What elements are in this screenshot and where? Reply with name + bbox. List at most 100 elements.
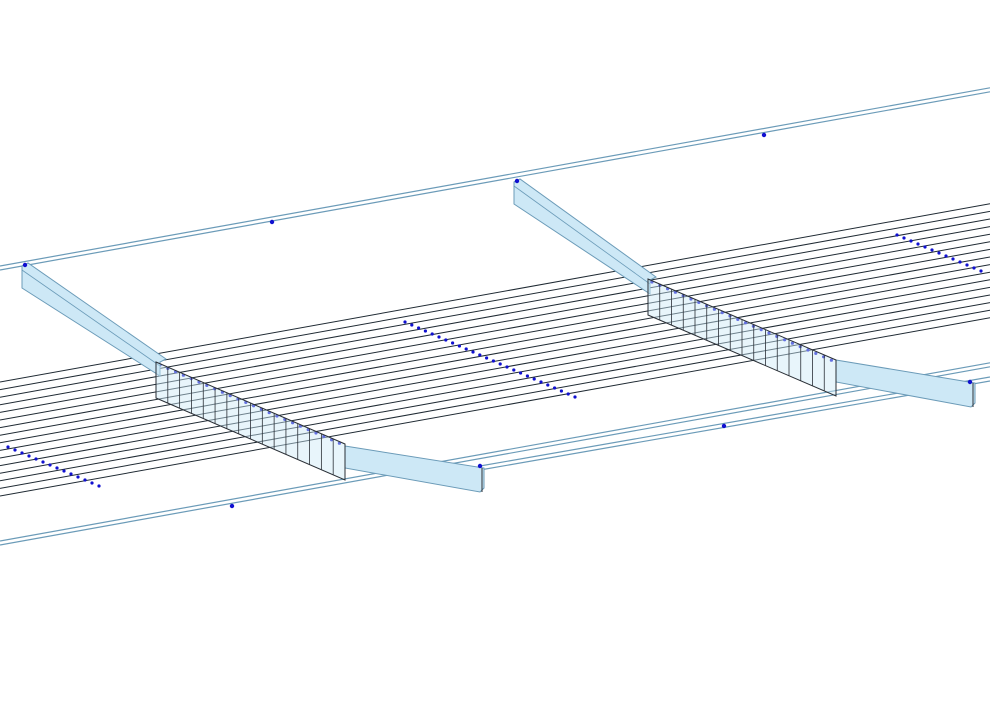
- stringer-node: [566, 392, 570, 396]
- stringer-node: [90, 481, 94, 485]
- stringer-node: [69, 472, 73, 476]
- stringer-node: [471, 350, 475, 354]
- stringer-node: [790, 341, 795, 345]
- stringer-line: [0, 218, 990, 398]
- stringer-node: [930, 248, 934, 252]
- stringer-node: [519, 371, 523, 375]
- stringer-node: [539, 380, 543, 384]
- stringer-node: [34, 457, 38, 461]
- stringer-line: [0, 264, 990, 444]
- stringer-node: [13, 448, 17, 452]
- stringer-node: [27, 454, 31, 458]
- stringer-line: [0, 302, 990, 482]
- stringer-node: [48, 463, 52, 467]
- stringer-node: [559, 389, 564, 393]
- stringer-node: [744, 321, 748, 325]
- stringer-line: [0, 317, 990, 497]
- stringer-node: [944, 254, 948, 258]
- stringer-line: [0, 241, 990, 421]
- stringer-node: [410, 323, 414, 327]
- stringer-node: [736, 317, 740, 321]
- stringer-node: [972, 266, 976, 270]
- cross-girders: [21, 178, 976, 493]
- node-point: [967, 379, 973, 385]
- stringer-line: [0, 248, 990, 429]
- stringer-node: [573, 395, 577, 399]
- stringer-node: [97, 484, 101, 488]
- stringer-node: [491, 359, 495, 363]
- node-point: [721, 423, 727, 429]
- stringer-node: [512, 368, 516, 372]
- cross-girder-2-far-flange-line: [513, 185, 651, 285]
- stringer-node: [430, 332, 434, 336]
- stringer-line: [0, 279, 990, 459]
- stringer-node: [451, 341, 455, 345]
- stringer-line: [0, 226, 990, 406]
- cross-girder-1-near: [344, 445, 485, 493]
- stringer-node: [759, 328, 763, 332]
- stringer-node: [485, 356, 489, 360]
- edge-beams: [0, 87, 990, 546]
- edge-beam-near-bottom: [479, 380, 990, 471]
- stringer-node: [783, 338, 787, 342]
- node-point: [477, 463, 483, 469]
- stringer-node: [403, 320, 407, 324]
- stringer-line: [0, 271, 990, 451]
- stringer-node: [979, 269, 983, 273]
- stringer-node: [525, 374, 530, 378]
- stringer-node: [958, 260, 962, 264]
- node-point: [229, 503, 235, 509]
- edge-beam-bottom-edge: [0, 91, 990, 271]
- stringer-node: [498, 362, 502, 366]
- node-points: [22, 132, 973, 509]
- edge-beam-bottom-edge: [0, 366, 990, 546]
- stringer-node: [902, 236, 906, 240]
- stringer-node: [55, 466, 59, 470]
- stringer-node: [83, 478, 87, 482]
- stringer-node: [829, 358, 834, 362]
- stringer-node: [41, 460, 45, 464]
- stringer-node: [478, 353, 482, 357]
- stringer-node: [814, 351, 818, 355]
- stringer-line: [0, 203, 990, 383]
- cross-girder-1-far: [21, 262, 167, 377]
- stringer-node: [923, 245, 927, 249]
- edge-beam-top-edge: [0, 362, 990, 542]
- stringer-node: [965, 263, 969, 267]
- stringer-node: [6, 445, 10, 449]
- stringer-node: [916, 242, 920, 246]
- stringer-line: [0, 294, 990, 474]
- cross-girder-1-far-flange-line: [21, 269, 161, 367]
- stringer-node: [909, 239, 913, 243]
- stringer-node: [423, 329, 427, 333]
- stringer-node: [417, 326, 421, 330]
- node-point: [514, 178, 520, 184]
- node-point: [761, 132, 767, 138]
- stringer-line: [0, 309, 990, 489]
- stringer-node: [895, 233, 899, 237]
- stringer-node: [76, 475, 80, 479]
- stringer-node: [62, 469, 66, 473]
- stringer-line: [0, 233, 990, 413]
- stringer-node: [532, 377, 536, 381]
- stringer-node: [546, 383, 550, 387]
- stringer-node: [444, 338, 448, 342]
- stringer-node: [553, 386, 557, 390]
- stringer-node: [20, 451, 24, 455]
- stringer-line: [0, 256, 990, 436]
- stringer-node: [464, 347, 468, 351]
- stringer-node: [437, 335, 441, 339]
- stringer-node: [457, 344, 461, 348]
- stringer-node: [505, 365, 509, 369]
- stringer-node: [937, 251, 941, 255]
- stringer-line: [0, 286, 990, 467]
- node-point: [269, 219, 275, 225]
- stringer-lines: [0, 203, 990, 497]
- stringer-node: [951, 257, 955, 261]
- stringer-node: [767, 331, 771, 335]
- diaphragm-panels: [155, 278, 837, 481]
- edge-beam-top-edge: [0, 87, 990, 267]
- stringer-node: [806, 348, 810, 352]
